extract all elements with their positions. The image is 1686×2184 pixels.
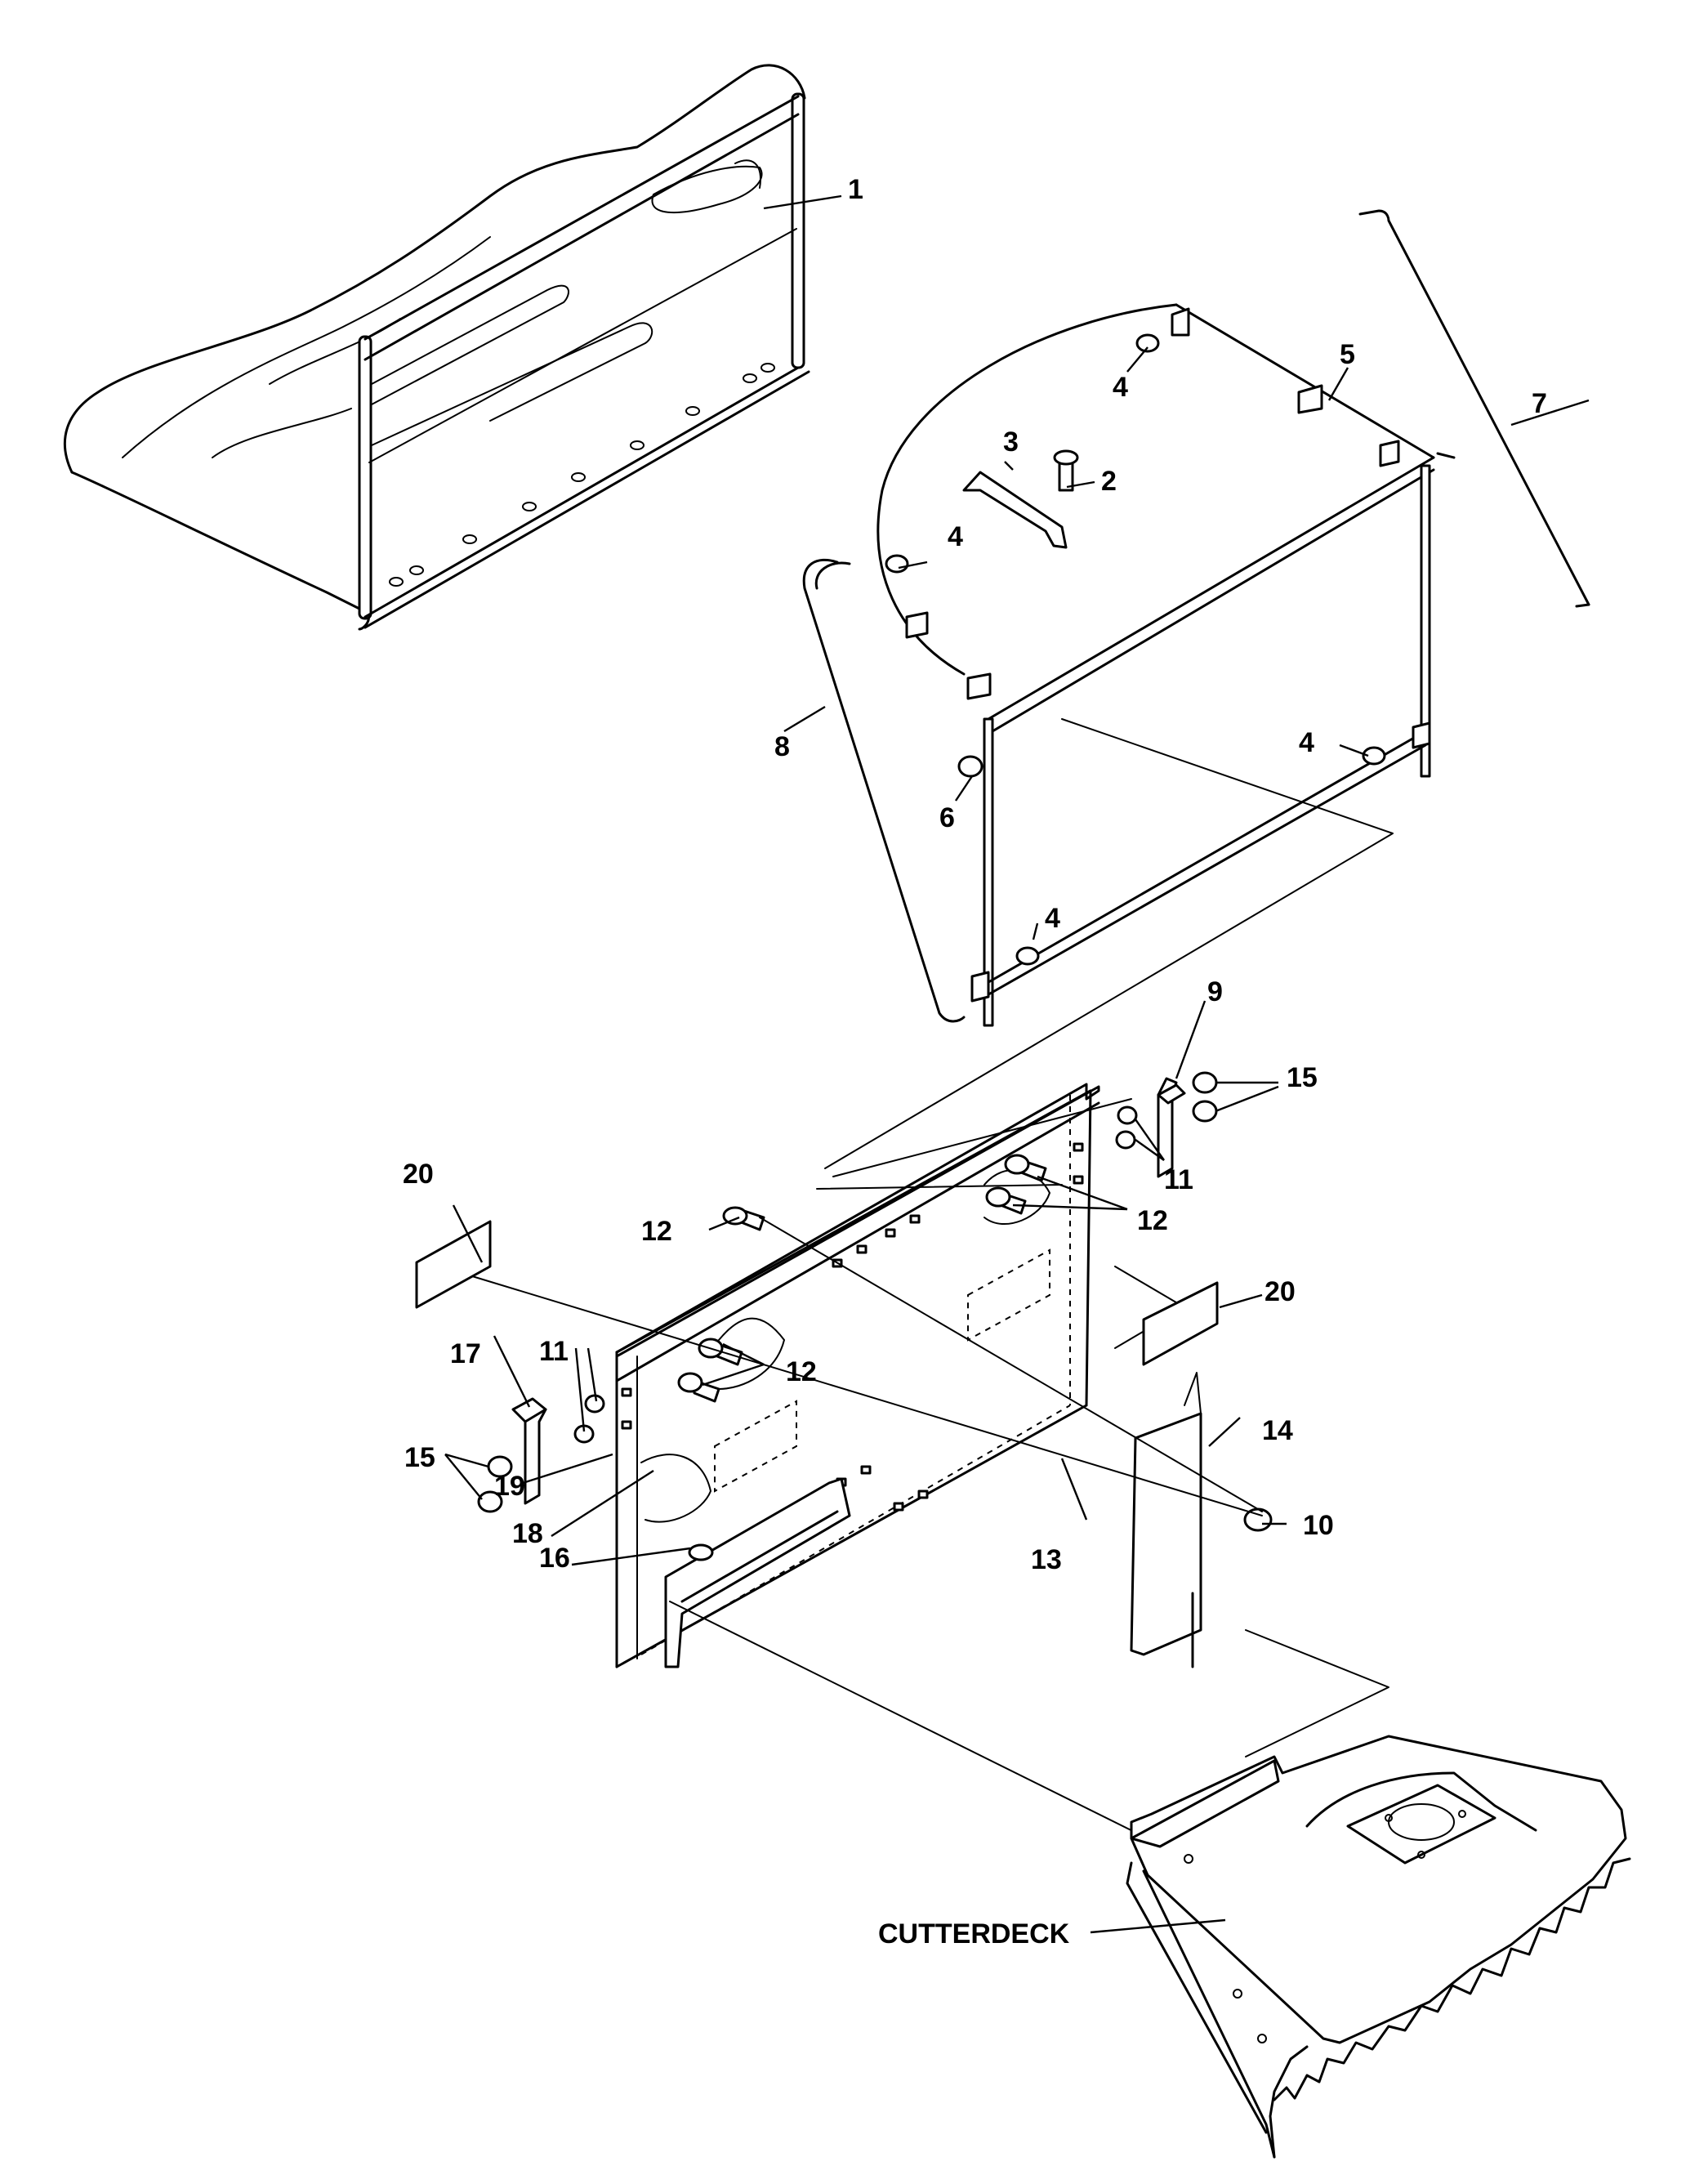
callout-20-right: 20 [1264,1276,1296,1307]
callout-12-mid: 12 [641,1216,672,1247]
side-panel [615,1083,1100,1668]
cutterdeck [1126,1735,1631,2159]
callout-18: 18 [512,1518,543,1549]
callout-4-right: 4 [1299,727,1314,758]
leader-lines [444,194,1590,1934]
callout-4-left: 4 [948,521,963,552]
callout-16: 16 [539,1543,570,1574]
callout-5: 5 [1340,339,1355,370]
callout-labels: 1 2 3 4 4 4 4 5 6 7 8 9 10 11 11 12 12 1… [403,174,1547,1950]
callout-15-left: 15 [404,1442,435,1473]
callout-13: 13 [1031,1544,1062,1575]
callout-4-top: 4 [1113,372,1128,403]
callout-3: 3 [1003,427,1019,458]
callout-12-left: 12 [786,1356,817,1387]
callout-2: 2 [1101,466,1117,497]
cutterdeck-label: CUTTERDECK [878,1918,1070,1950]
bag-frame [802,209,1590,1169]
callout-12-right: 12 [1137,1205,1168,1236]
callout-17: 17 [450,1338,481,1369]
callout-15-right: 15 [1287,1062,1318,1093]
panel-hardware [453,1071,1389,1847]
callout-19: 19 [494,1471,525,1502]
callout-8: 8 [774,731,790,762]
callout-9: 9 [1207,976,1223,1007]
callout-6: 6 [939,802,955,833]
callout-11-left: 11 [539,1336,569,1367]
callout-10: 10 [1303,1510,1334,1541]
grass-bag [63,64,810,631]
callout-1: 1 [848,174,863,205]
callout-14: 14 [1262,1415,1293,1446]
callout-11-right: 11 [1164,1164,1193,1195]
callout-20-left: 20 [403,1159,434,1190]
callout-7: 7 [1532,388,1547,419]
callout-4-bottom: 4 [1045,903,1060,934]
